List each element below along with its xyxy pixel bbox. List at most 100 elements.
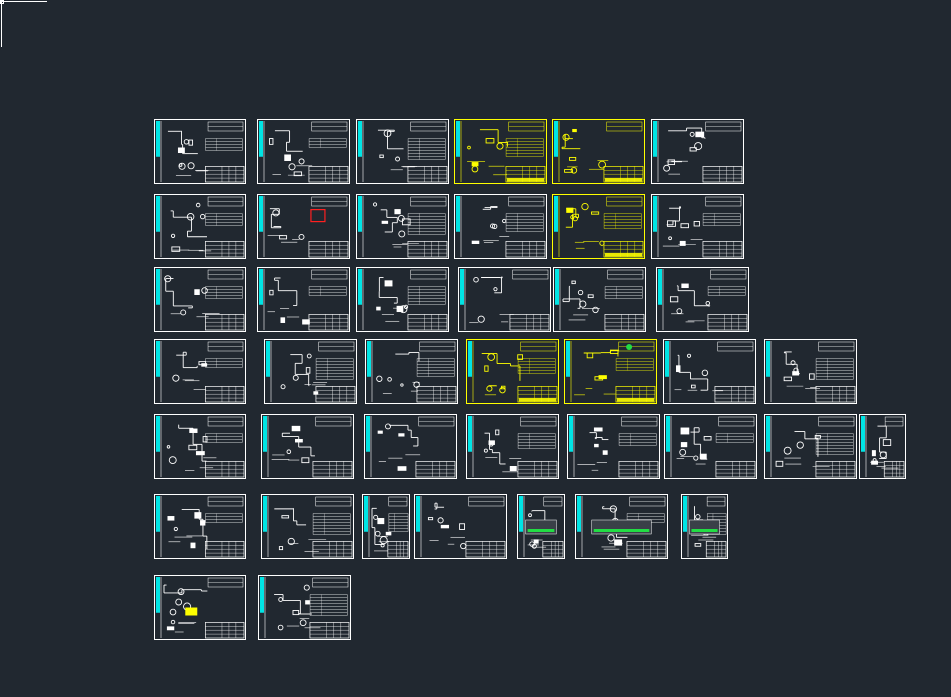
binding-strip (156, 196, 160, 232)
title-block (707, 314, 748, 331)
header-block (606, 121, 643, 132)
grip-marker (626, 344, 633, 350)
binding-strip (156, 416, 160, 452)
drawing-sheet[interactable] (154, 119, 246, 184)
annotation-lines (469, 314, 514, 324)
binding-strip (577, 496, 581, 532)
drawing-sheet[interactable] (764, 414, 857, 479)
drawing-sheet[interactable] (154, 414, 246, 479)
binding-strip (156, 496, 160, 532)
annotation-lines (175, 169, 210, 176)
header-block (207, 416, 244, 427)
drawing-sheet[interactable] (258, 575, 351, 640)
sheet-frame (552, 194, 645, 259)
drawing-sheet[interactable] (261, 414, 354, 479)
sheet-frame (154, 414, 246, 479)
parts-list (205, 213, 243, 226)
parts-list (505, 213, 544, 232)
title-block (205, 461, 245, 478)
drawing-sheet[interactable] (365, 339, 458, 404)
pipe-assembly (376, 277, 409, 314)
header-block (418, 416, 455, 427)
sheet-drawing (567, 414, 660, 479)
sheet-drawing (517, 494, 565, 559)
sheet-frame (651, 194, 744, 259)
drawing-sheet[interactable] (154, 267, 246, 332)
drawing-sheet[interactable] (414, 494, 507, 559)
header-block (207, 341, 244, 352)
pipe-assembly (269, 130, 305, 177)
drawing-sheet[interactable] (154, 575, 246, 640)
drawing-sheet[interactable] (663, 339, 756, 404)
pipe-assembly (170, 202, 208, 252)
pipe-assembly (775, 431, 821, 467)
drawing-sheet[interactable] (552, 194, 645, 259)
binding-strip (358, 196, 362, 232)
title-block (815, 461, 856, 478)
header-block (705, 121, 742, 132)
drawing-sheet[interactable] (552, 119, 645, 184)
title-block (312, 541, 353, 558)
header-block (818, 416, 855, 427)
drawing-sheet[interactable] (664, 414, 757, 479)
drawing-sheet[interactable] (681, 494, 728, 559)
title-block (603, 241, 644, 258)
drawing-sheet[interactable] (859, 414, 906, 479)
pipe-assembly (377, 129, 404, 162)
drawing-sheet[interactable] (454, 119, 547, 184)
drawing-sheet[interactable] (356, 267, 449, 332)
sheet-drawing (859, 414, 906, 479)
drawing-sheet[interactable] (517, 494, 565, 559)
header-block (512, 269, 549, 280)
drawing-sheet[interactable] (564, 339, 657, 404)
sheet-drawing (466, 414, 559, 479)
drawing-sheet[interactable] (656, 267, 749, 332)
drawing-sheet[interactable] (154, 339, 246, 404)
sheet-frame (154, 339, 246, 404)
drawing-sheet[interactable] (575, 494, 668, 559)
sheet-frame (154, 494, 246, 559)
sheet-frame (365, 339, 458, 404)
drawing-sheet[interactable] (458, 267, 551, 332)
sheet-drawing (261, 494, 354, 559)
sheet-drawing (651, 194, 744, 259)
sheet-drawing (258, 575, 351, 640)
annotation-lines (429, 536, 465, 545)
binding-strip (460, 269, 464, 305)
header-block (388, 496, 408, 507)
drawing-sheet[interactable] (154, 494, 246, 559)
header-block (508, 121, 545, 132)
title-block (205, 314, 245, 331)
drawing-sheet[interactable] (764, 339, 857, 404)
drawing-sheet[interactable] (257, 194, 350, 259)
sheet-drawing (257, 119, 350, 184)
drawing-sheet[interactable] (356, 194, 449, 259)
pipe-assembly (871, 425, 892, 465)
drawing-sheet[interactable] (257, 119, 350, 184)
drawing-sheet[interactable] (261, 494, 354, 559)
drawing-sheet[interactable] (553, 267, 646, 332)
sheet-drawing (656, 267, 749, 332)
annotation-lines (374, 535, 389, 552)
sheet-frame (356, 267, 449, 332)
parts-list (505, 138, 544, 157)
drawing-sheet[interactable] (466, 414, 559, 479)
drawing-sheet[interactable] (356, 119, 449, 184)
header-block (207, 269, 244, 280)
drawing-sheet[interactable] (154, 194, 246, 259)
drawing-sheet[interactable] (651, 194, 744, 259)
annotation-lines (382, 381, 420, 394)
binding-strip (156, 269, 160, 305)
drawing-sheet[interactable] (651, 119, 744, 184)
drawing-sheet[interactable] (466, 339, 559, 404)
drawing-sheet[interactable] (362, 494, 410, 559)
drawing-sheet[interactable] (364, 414, 457, 479)
drawing-sheet[interactable] (454, 194, 547, 259)
annotation-lines (172, 249, 212, 252)
drawing-sheet[interactable] (567, 414, 660, 479)
drawing-sheet[interactable] (257, 267, 350, 332)
sheet-frame (257, 267, 350, 332)
drawing-sheet[interactable] (264, 339, 357, 404)
parts-list (604, 286, 643, 299)
